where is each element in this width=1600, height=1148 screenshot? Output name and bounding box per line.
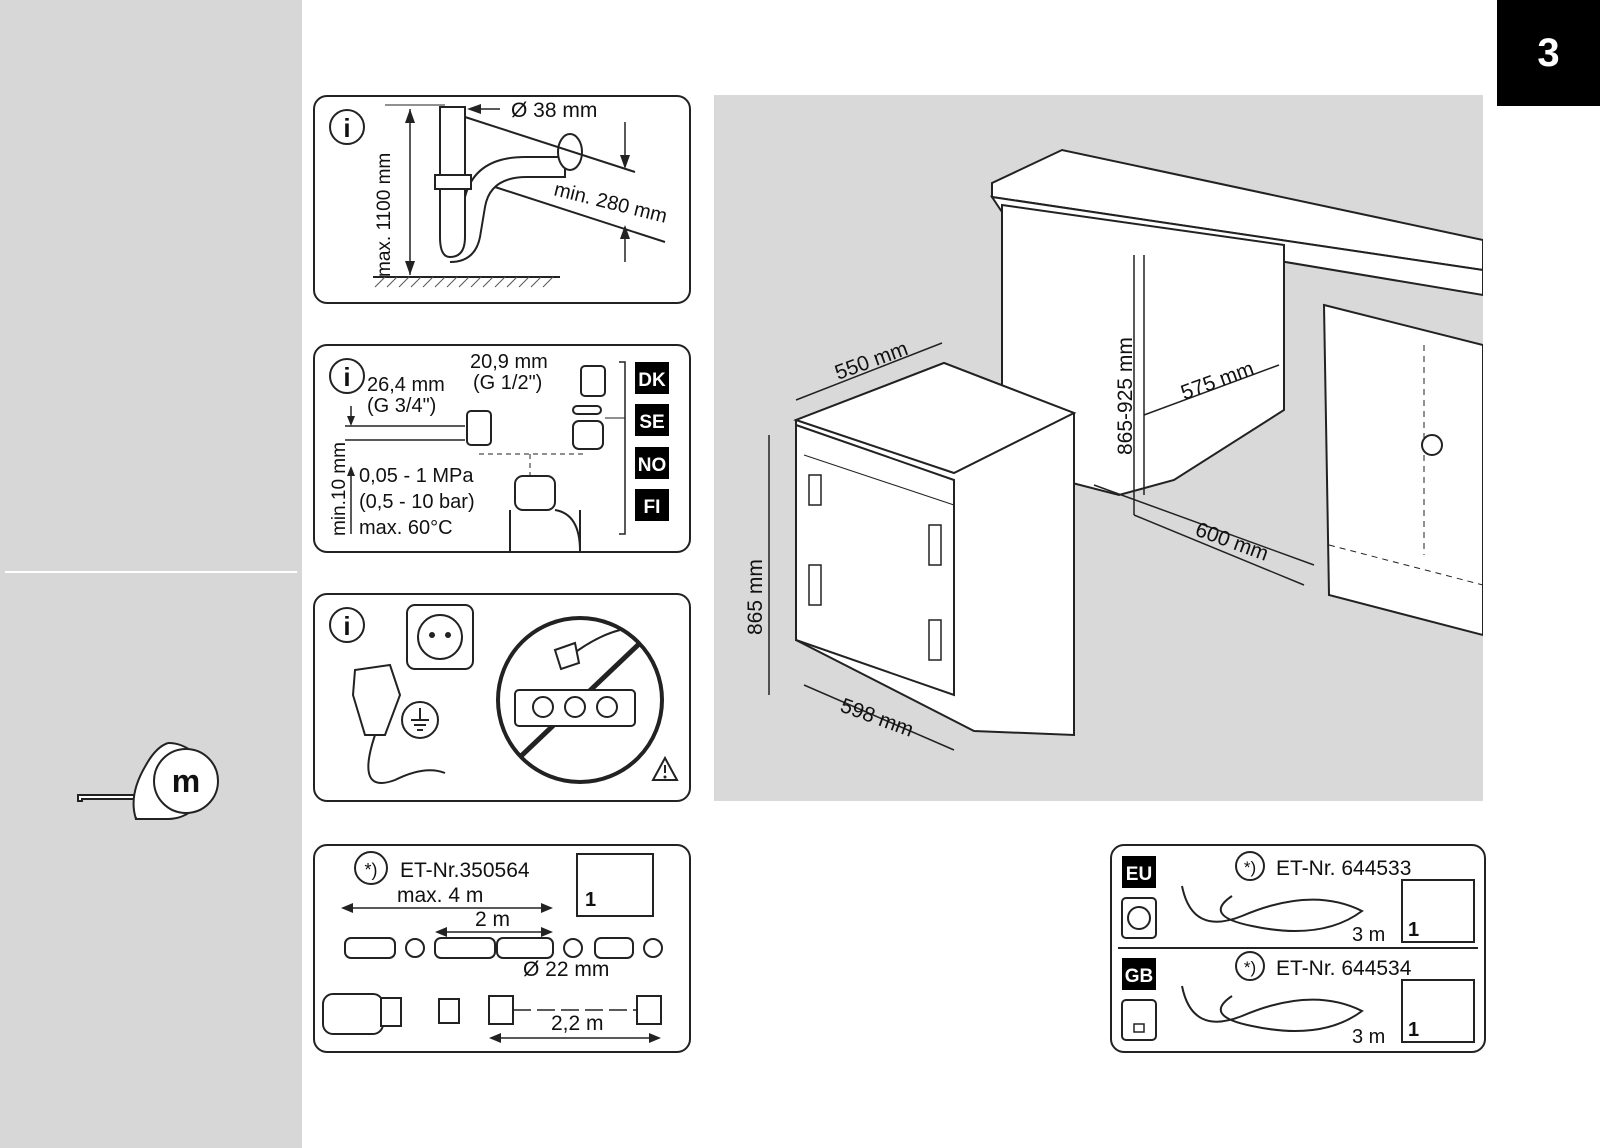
drain-max-height: max. 1100 mm (374, 153, 395, 277)
cord-gb-length: 3 m (1352, 1026, 1385, 1048)
water-pressure: 0,05 - 1 MPa (359, 465, 474, 487)
water-tap-icon (1421, 434, 1443, 456)
country-dk: DK (638, 370, 666, 391)
country-fi: FI (644, 497, 661, 518)
water-panel: i 20,9 mm (G 1/2") 26,4 mm (G 3/4") min.… (313, 344, 691, 553)
svg-text:i: i (343, 611, 350, 641)
hose-diameter: Ø 22 mm (523, 958, 609, 981)
dim-niche-height: 865-925 mm (1114, 337, 1137, 455)
info-icon (329, 109, 365, 145)
cord-eu-region: EU (1126, 864, 1152, 885)
installation-figure: 550 mm 865 mm 598 mm 865-925 mm 575 mm 6… (714, 95, 1484, 801)
manual-icon (1401, 879, 1475, 943)
country-se: SE (639, 412, 664, 433)
dim-width: 598 mm (837, 694, 916, 742)
hose-part-number: ET-Nr.350564 (400, 859, 530, 882)
info-icon (329, 607, 365, 643)
water-min-height: min.10 mm (329, 442, 350, 536)
cord-eu-part-number: ET-Nr. 644533 (1276, 857, 1411, 880)
water-size2: 26,4 mm (367, 374, 445, 396)
power-cord-panel: EU *) ET-Nr. 644533 3 m 1 GB *) ET-Nr. 6… (1110, 844, 1486, 1053)
sidebar: m (0, 0, 302, 1148)
water-thread1: (G 1/2") (473, 372, 542, 394)
hose-manual-page: 1 (585, 889, 596, 911)
dim-depth-top: 550 mm (832, 337, 911, 385)
info-letter: i (343, 113, 350, 143)
manual-icon (576, 853, 654, 917)
drain-min-distance: min. 280 mm (552, 179, 669, 228)
country-no: NO (638, 455, 667, 476)
tape-measure-icon: m (77, 742, 219, 820)
cord-gb-marker: *) (1244, 958, 1256, 977)
info-icon (329, 358, 365, 394)
svg-text:i: i (343, 362, 350, 392)
drain-diameter: Ø 38 mm (511, 99, 597, 122)
water-pressure-bar: (0,5 - 10 bar) (359, 491, 475, 513)
electrical-panel: i (313, 593, 691, 802)
dim-niche-width: 600 mm (1192, 518, 1271, 566)
tape-letter: m (172, 763, 200, 799)
eu-cord-icon (1181, 885, 1364, 932)
cord-eu-marker: *) (1244, 858, 1256, 877)
manual-icon (1401, 979, 1475, 1043)
water-size1: 20,9 mm (470, 351, 548, 373)
gb-cord-icon (1181, 985, 1364, 1032)
spare-part-marker (354, 851, 388, 885)
country-badges: DK SE NO FI (635, 362, 669, 521)
hose-panel: *) ET-Nr.350564 max. 4 m 2 m Ø 22 mm 1 2… (313, 844, 691, 1053)
cord-eu-length: 3 m (1352, 924, 1385, 946)
cord-gb-manual-page: 1 (1408, 1019, 1419, 1041)
water-thread2: (G 3/4") (367, 395, 436, 417)
water-temperature: max. 60°C (359, 517, 453, 539)
gb-socket-icon (1121, 999, 1157, 1041)
page-number: 3 (1497, 0, 1600, 106)
hose-length: 2 m (475, 908, 510, 931)
cord-eu-manual-page: 1 (1408, 919, 1419, 941)
hose-inlet-length: 2,2 m (551, 1012, 604, 1035)
dim-height: 865 mm (744, 559, 767, 635)
drain-panel: i max. 1100 mm Ø 38 mm min. 280 mm (313, 95, 691, 304)
plug-icon (351, 663, 402, 736)
hose-max-length: max. 4 m (397, 884, 483, 907)
sidebar-divider (5, 571, 297, 573)
cord-gb-region: GB (1125, 966, 1154, 987)
hose-marker: *) (365, 860, 378, 880)
cord-gb-part-number: ET-Nr. 644534 (1276, 957, 1412, 980)
